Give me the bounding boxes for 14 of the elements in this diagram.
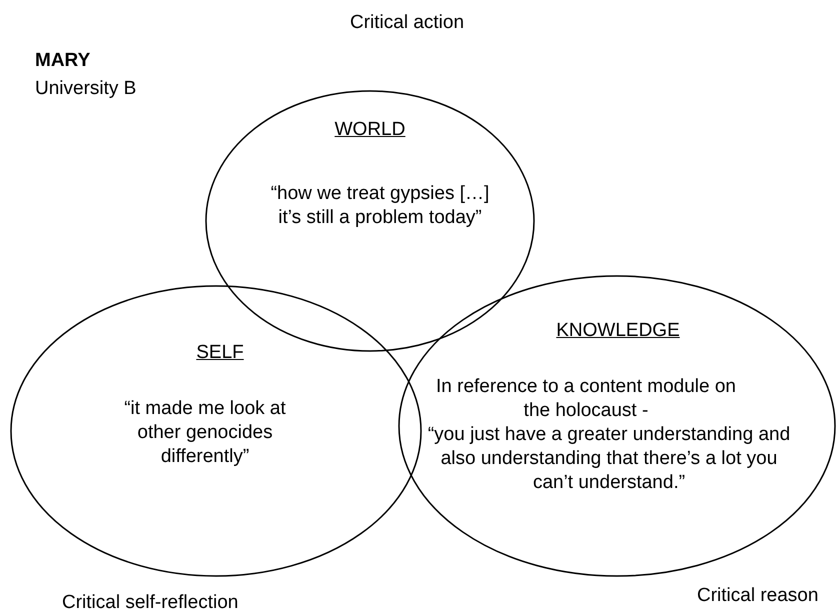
axis-label: Critical action (350, 12, 464, 34)
heading-text: KNOWLEDGE (555, 319, 681, 343)
heading-text: WORLD (334, 118, 406, 142)
venn-ellipse (398, 275, 836, 577)
quote-text: “you just have a greater understanding and also understanding that there’s a lot you can’t understand.” (426, 423, 792, 495)
venn-ellipse (10, 285, 422, 577)
body-text: In reference to a content module on the holocaust - (436, 375, 736, 423)
name-label: MARY (35, 50, 90, 72)
quote-text: “it made me look at other genocides differently” (123, 397, 287, 469)
quote-text: “how we treat gypsies […] it’s still a problem today” (270, 182, 490, 230)
affiliation-label: University B (35, 78, 136, 100)
heading-text: SELF (195, 341, 245, 365)
axis-label: Critical reason (697, 585, 818, 607)
axis-label: Critical self-reflection (62, 592, 238, 614)
